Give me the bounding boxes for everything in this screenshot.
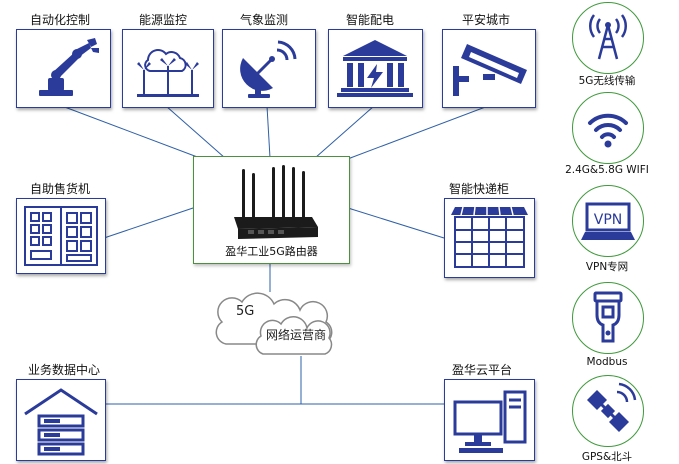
feature-vpn-circle: VPN <box>572 185 644 257</box>
node-vending[interactable] <box>16 198 106 274</box>
label-energy: 能源监控 <box>139 13 188 27</box>
node-locker[interactable] <box>444 198 535 278</box>
node-datacenter[interactable] <box>16 379 106 461</box>
label-automation: 自动化控制 <box>30 13 91 27</box>
feature-modbus-circle <box>572 282 644 354</box>
feature-5g-circle <box>572 2 644 74</box>
satellite-icon <box>587 382 637 432</box>
wind-turbine-icon <box>137 49 199 97</box>
feature-gps-circle <box>572 375 644 447</box>
feature-5g-label: 5G无线传输 <box>578 75 636 87</box>
cloud-tech-label: 5G <box>236 304 255 319</box>
wifi-icon <box>588 113 628 148</box>
router-label: 盈华工业5G路由器 <box>225 245 318 258</box>
feature-wifi-circle <box>572 92 644 164</box>
cloud-carrier-label: 网络运营商 <box>266 328 327 342</box>
vpn-icon: VPN <box>581 202 635 240</box>
feature-modbus-label: Modbus <box>586 356 628 368</box>
node-power[interactable] <box>328 29 423 108</box>
node-energy[interactable] <box>122 29 214 108</box>
carrier-cloud: 5G 网络运营商 <box>208 282 348 362</box>
node-city[interactable] <box>442 29 536 108</box>
label-datacenter: 业务数据中心 <box>28 363 101 377</box>
power-station-icon <box>337 40 413 97</box>
cloud-icon <box>215 292 333 355</box>
svg-text:VPN: VPN <box>594 212 623 228</box>
node-automation[interactable] <box>16 29 111 108</box>
label-city: 平安城市 <box>462 13 511 27</box>
feature-wifi-label: 2.4G&5.8G WIFI <box>565 164 649 176</box>
data-center-icon <box>24 388 98 456</box>
feature-vpn-label: VPN专网 <box>585 261 629 273</box>
tower-icon <box>589 14 627 60</box>
security-camera-icon <box>453 44 527 96</box>
node-platform[interactable] <box>444 379 535 461</box>
label-vending: 自助售货机 <box>30 182 91 196</box>
label-platform: 盈华云平台 <box>452 363 513 377</box>
robot-arm-icon <box>39 38 99 96</box>
label-locker: 智能快递柜 <box>449 182 510 196</box>
label-weather: 气象监测 <box>240 13 289 27</box>
serial-port-icon <box>593 291 623 343</box>
satellite-dish-icon <box>240 40 297 98</box>
label-power: 智能配电 <box>346 13 395 27</box>
router-icon <box>234 165 318 239</box>
parcel-locker-icon <box>451 206 528 268</box>
vending-machine-icon <box>24 206 98 266</box>
router-node[interactable]: 盈华工业5G路由器 <box>193 156 350 264</box>
node-weather[interactable] <box>222 29 316 108</box>
computer-icon <box>453 390 527 453</box>
feature-gps-label: GPS&北斗 <box>581 451 633 463</box>
